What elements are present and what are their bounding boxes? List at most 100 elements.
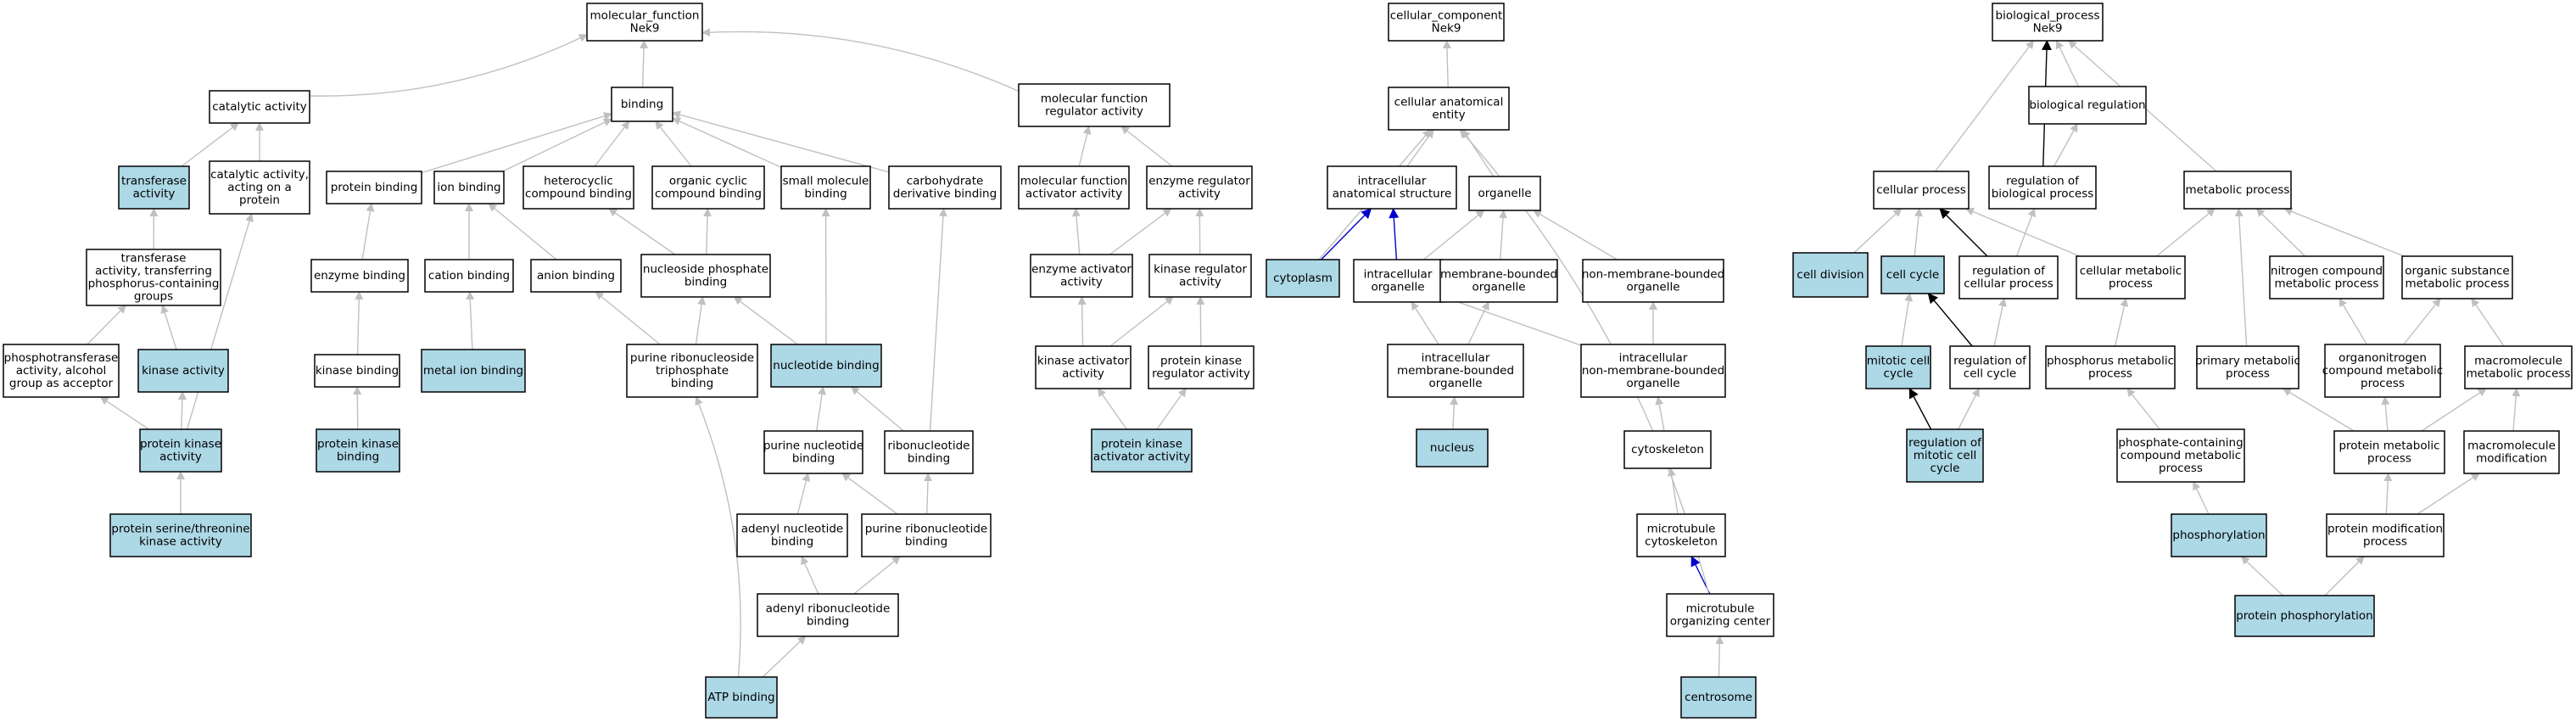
node-box xyxy=(2171,513,2267,557)
edge-mitotic-cc-to-cell-cycle xyxy=(1901,293,1914,347)
node-label-line: Nek9 xyxy=(630,22,660,36)
edge-mt-cytoskeleton-to-cytoskeleton xyxy=(1667,467,1679,515)
node-label-line: compound metabolic xyxy=(2322,364,2443,378)
edge-ion-binding-to-binding xyxy=(502,118,612,172)
node-box xyxy=(1388,87,1510,131)
edge-membrane-bounded-to-organelle xyxy=(1499,210,1508,260)
node-label-line: organizing center xyxy=(1670,615,1771,629)
node-label-line: entity xyxy=(1432,109,1465,122)
edge-reg-mitotic-to-reg-cc xyxy=(1958,388,1980,430)
node-ion-binding: ion binding xyxy=(433,171,505,204)
node-box xyxy=(1906,428,1984,483)
node-label-line: molecular_function xyxy=(590,9,700,23)
node-label-line: acting on a xyxy=(227,181,292,194)
node-label-line: phosphate-containing xyxy=(2118,436,2243,450)
node-label-line: protein metabolic xyxy=(2339,439,2439,453)
node-label-line: purine ribonucleotide xyxy=(865,523,987,536)
node-box xyxy=(861,513,992,557)
node-label-line: binding xyxy=(804,187,847,201)
node-label-line: derivative binding xyxy=(893,187,997,201)
node-cellular-process: cellular process xyxy=(1873,171,1970,210)
node-box xyxy=(770,344,882,388)
node-cytoplasm: cytoplasm xyxy=(1266,259,1340,298)
node-label-line: metabolic process xyxy=(2406,277,2510,291)
node-label-line: metabolic process xyxy=(2275,277,2379,291)
node-label-line: ATP binding xyxy=(707,691,774,704)
node-box xyxy=(109,513,252,557)
node-label-line: intracellular xyxy=(1422,351,1490,365)
node-label-line: binding xyxy=(905,535,947,549)
node-box xyxy=(421,349,526,393)
node-label-line: organonitrogen xyxy=(2339,351,2427,365)
node-label-line: cellular process xyxy=(1876,183,1966,197)
node-label-line: cell division xyxy=(1796,268,1864,282)
edge-enzyme-reg-to-mf-reg xyxy=(1120,126,1173,167)
node-box xyxy=(1018,165,1130,210)
edge-protein-kinase-to-cat-protein xyxy=(186,213,254,430)
edge-ribonucleotide-to-carbohydrate-deriv xyxy=(929,208,947,432)
node-box xyxy=(1468,176,1541,211)
node-label-line: binding xyxy=(908,452,950,466)
node-intra-nmb: intracellularnon-membrane-boundedorganel… xyxy=(1580,344,1726,398)
edge-intra-mb-to-intra-organelle xyxy=(1411,301,1439,345)
node-label-line: phosphotransferase xyxy=(4,351,119,365)
node-label-line: compound binding xyxy=(655,187,762,201)
edge-kinase-activity-to-transferase-p xyxy=(160,305,177,350)
node-label-line: non-membrane-bounded xyxy=(1582,268,1724,282)
node-label-line: organelle xyxy=(1626,377,1679,390)
edge-kinase-binding-to-enzyme-binding xyxy=(355,291,364,355)
edge-cellular-metabolic-to-cellular-process xyxy=(1964,207,2081,257)
edge-phosphorylation-to-phosphate-containing xyxy=(2193,481,2210,515)
node-label-line: biological regulation xyxy=(2029,98,2145,112)
node-label-line: macromolecule xyxy=(2474,355,2562,368)
edge-intra-nmb-to-intra-organelle xyxy=(1441,294,1582,346)
edge-enzyme-activator-to-enzyme-reg xyxy=(1109,208,1172,255)
edge-purine-ribo-tri-to-nucleoside-phosphate xyxy=(695,296,707,345)
edge-kinase-reg-to-enzyme-reg xyxy=(1195,208,1204,255)
edge-protein-metabolic-to-macromolecule-metabolic xyxy=(2421,388,2487,432)
node-label-line: compound binding xyxy=(525,187,632,201)
node-nucleus: nucleus xyxy=(1416,428,1489,467)
edge-reg-cc-to-cell-cycle xyxy=(1927,293,1973,347)
node-label-line: cell cycle xyxy=(1886,268,1939,282)
node-box xyxy=(1992,3,2104,42)
node-label-line: centrosome xyxy=(1685,691,1752,704)
node-label-line: cellular metabolic xyxy=(2080,265,2182,278)
node-label-line: cycle xyxy=(1931,462,1960,475)
node-label-line: cytoskeleton xyxy=(1631,443,1704,456)
edge-pk-activator-to-kinase-activator xyxy=(1098,388,1127,430)
node-label-line: cell cycle xyxy=(1964,367,2016,381)
node-label-line: organelle xyxy=(1371,281,1424,294)
node-cation-binding: cation binding xyxy=(424,259,514,293)
node-label-line: group as acceptor xyxy=(9,377,114,390)
node-bio-reg: biological regulation xyxy=(2028,86,2147,125)
edge-enzyme-activator-to-mf-activator xyxy=(1071,208,1081,255)
node-box xyxy=(1148,254,1252,298)
node-box xyxy=(530,259,622,293)
edge-mf-reg-to-mf-root xyxy=(701,28,1020,92)
edge-kinase-activator-to-enzyme-activator xyxy=(1077,296,1087,347)
edge-bio-reg-to-bp-root xyxy=(2055,40,2080,87)
node-box xyxy=(763,430,863,474)
edge-intra-organelle-to-organelle xyxy=(1423,210,1485,260)
node-box xyxy=(1387,344,1524,398)
node-label-line: activity xyxy=(1062,367,1104,381)
node-label-line: protein modification xyxy=(2327,523,2443,536)
edge-pk-activator-to-pk-reg xyxy=(1156,388,1187,430)
node-box xyxy=(884,430,974,474)
edge-binding-to-mf-root xyxy=(640,40,649,88)
node-label-line: compound metabolic xyxy=(2121,449,2241,462)
edge-purine-ribonucleotide-to-purine-nucleotide xyxy=(841,473,898,515)
